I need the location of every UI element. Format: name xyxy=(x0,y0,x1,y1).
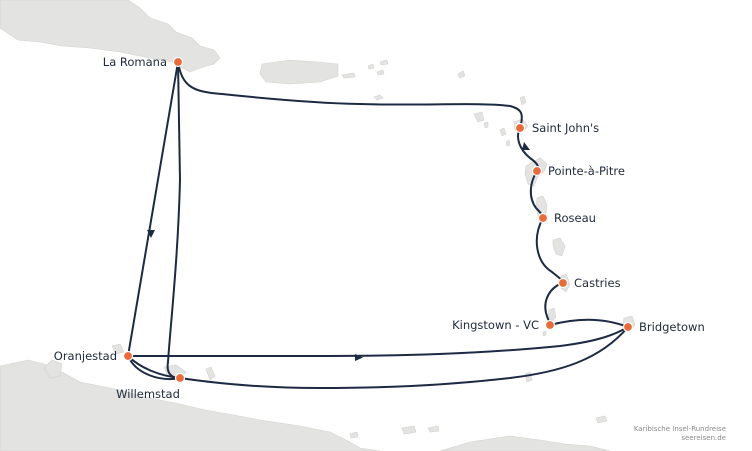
route-la-romana-to-oranjestad xyxy=(127,61,179,357)
port-markers xyxy=(122,56,634,384)
land-islet xyxy=(401,425,417,435)
port-marker-willemstad[interactable] xyxy=(174,372,186,384)
port-label-castries: Castries xyxy=(574,276,621,290)
route-direction-arrow xyxy=(147,230,155,238)
land-martinique xyxy=(552,237,566,257)
port-marker-saint-johns[interactable] xyxy=(514,122,526,134)
land-islet xyxy=(376,69,385,76)
port-label-willemstad: Willemstad xyxy=(116,387,180,401)
port-marker-castries[interactable] xyxy=(557,277,569,289)
land-puerto-rico xyxy=(259,59,339,85)
land-grenadines xyxy=(542,330,547,337)
land-anguilla xyxy=(519,95,527,106)
land-islet xyxy=(349,431,359,439)
land-islet xyxy=(457,70,466,79)
land-venezuela-east xyxy=(439,435,611,451)
route-direction-arrow xyxy=(522,142,530,150)
route-bridgetown-to-willemstad xyxy=(179,326,629,389)
land-aruba xyxy=(111,343,125,355)
land-islet xyxy=(483,121,489,129)
map-credit: Karibische Insel-Rundreise seereisen.de xyxy=(634,425,726,443)
port-label-oranjestad: Oranjestad xyxy=(54,349,117,363)
port-marker-kingstown[interactable] xyxy=(544,319,556,331)
land-islet xyxy=(373,94,384,101)
land-st-kitts xyxy=(499,127,507,137)
route-direction-arrow xyxy=(355,354,363,361)
land-grenada xyxy=(524,371,533,383)
land-hispaniola xyxy=(0,0,221,73)
credit-title: Karibische Insel-Rundreise xyxy=(633,425,726,433)
land-islet xyxy=(379,59,389,66)
route-la-romana-to-saint-johns xyxy=(177,61,523,129)
route-la-romana-to-willemstad xyxy=(166,61,181,379)
land-paraguana-peninsula xyxy=(43,359,63,379)
land-montserrat xyxy=(505,139,511,147)
port-label-kingstown: Kingstown - VC xyxy=(452,318,539,332)
land-bonaire xyxy=(205,366,216,381)
land-islet xyxy=(367,63,375,70)
port-label-saint-johns: Saint John's xyxy=(532,121,599,135)
route-oranjestad-to-bridgetown xyxy=(127,326,629,358)
port-marker-bridgetown[interactable] xyxy=(622,321,634,333)
credit-source-link[interactable]: seereisen.de xyxy=(681,434,726,442)
port-marker-roseau[interactable] xyxy=(537,212,549,224)
land-islet xyxy=(341,72,356,79)
route-oranjestad-to-willemstad-south xyxy=(127,355,181,380)
land-islet xyxy=(427,425,440,433)
port-marker-pointe-a-pitre[interactable] xyxy=(531,165,543,177)
port-label-bridgetown: Bridgetown xyxy=(639,320,705,334)
port-label-roseau: Roseau xyxy=(554,211,596,225)
route-kingstown-to-bridgetown xyxy=(549,318,629,328)
port-label-la-romana: La Romana xyxy=(103,55,167,69)
port-marker-oranjestad[interactable] xyxy=(122,350,134,362)
land-st-vincent xyxy=(547,307,557,322)
land-tobago xyxy=(595,415,608,424)
land-south-america xyxy=(0,359,381,451)
port-labels: La Romana Saint John's Pointe-à-Pitre Ro… xyxy=(54,55,705,401)
port-marker-la-romana[interactable] xyxy=(172,56,184,68)
land-barbuda xyxy=(473,111,485,123)
cruise-routes xyxy=(127,61,629,389)
port-label-pointe-a-pitre: Pointe-à-Pitre xyxy=(548,164,625,178)
land-masses xyxy=(0,0,636,451)
